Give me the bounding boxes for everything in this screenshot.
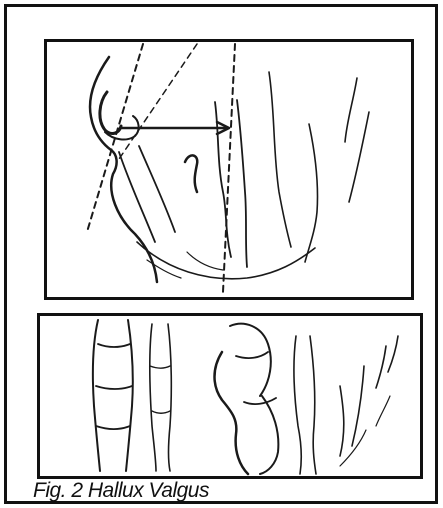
valgus-bunion <box>215 352 249 474</box>
hallux-valgus-angle-drawing <box>47 42 411 297</box>
normal-big-toe-joints <box>96 344 132 429</box>
normal-big-toe <box>93 320 133 471</box>
bunion-bump <box>100 92 121 133</box>
third-toe <box>269 72 291 247</box>
fourth-toe <box>305 124 318 262</box>
figure-caption: Fig. 2 Hallux Valgus <box>33 479 209 503</box>
secondary-axis-line <box>117 44 197 162</box>
valgus-second-toe <box>294 336 316 474</box>
fifth-toe <box>345 78 369 202</box>
normal-second-toe <box>150 324 172 471</box>
figure-frame: Fig. 2 Hallux Valgus <box>4 4 438 504</box>
sole-lines <box>340 396 390 466</box>
bunion-outline <box>90 57 157 282</box>
foot-comparison-panel <box>37 313 423 479</box>
normal-second-toe-joints <box>150 366 170 413</box>
base-shading <box>147 252 223 278</box>
phalanx-axis-line <box>223 44 235 292</box>
foot-comparison-drawing <box>40 316 420 476</box>
sesamoid-hook <box>185 155 197 192</box>
hallux-valgus-angle-panel <box>44 39 414 300</box>
valgus-lateral-toes <box>340 336 398 456</box>
